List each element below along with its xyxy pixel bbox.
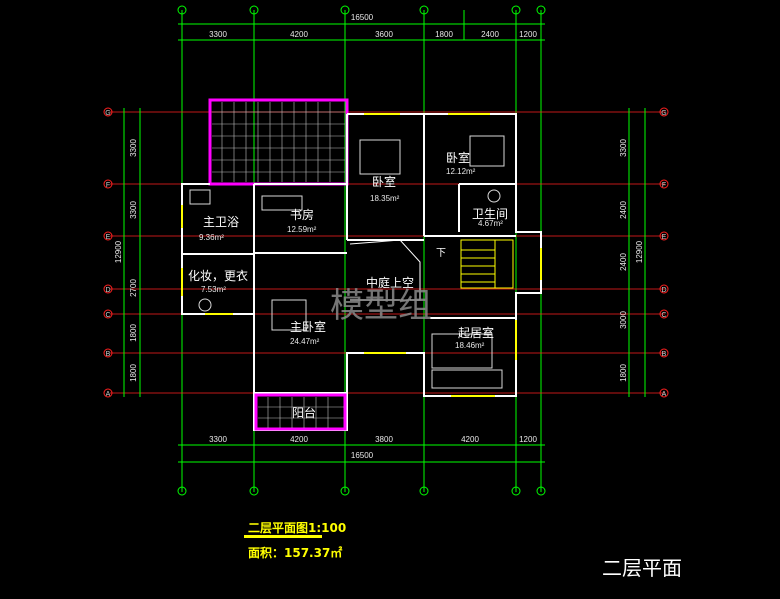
dimension: 1200 bbox=[519, 435, 537, 444]
room-name: 起居室 bbox=[458, 325, 494, 340]
total-area: 面积：157.37㎡ bbox=[248, 546, 343, 560]
axis-label: D bbox=[105, 287, 110, 294]
dimension: 3300 bbox=[129, 201, 138, 219]
dimension: 3300 bbox=[209, 30, 227, 39]
floor-label: 二层平面 bbox=[602, 556, 682, 580]
vertical-axis-lines bbox=[181, 10, 542, 492]
plan-title: 二层平面图1:100 bbox=[248, 521, 347, 535]
balcony-structure bbox=[254, 393, 347, 431]
right-dimensions: 3300 2400 2400 3000 1800 12900 bbox=[619, 139, 644, 382]
axis-label: D bbox=[661, 287, 666, 294]
room-area: 4.67m² bbox=[478, 219, 503, 228]
atrium-void bbox=[349, 239, 421, 301]
room-name: 主卧室 bbox=[290, 319, 326, 334]
axis-label: B bbox=[662, 351, 667, 358]
dimension: 3000 bbox=[619, 311, 628, 329]
dimension: 1800 bbox=[129, 364, 138, 382]
dimension: 2400 bbox=[619, 253, 628, 271]
axis-label: E bbox=[106, 234, 111, 241]
room-area: 12.59m² bbox=[287, 225, 317, 234]
dimension: 3300 bbox=[129, 139, 138, 157]
roof-terrace bbox=[208, 98, 349, 186]
walls bbox=[181, 113, 542, 431]
axis-label: A bbox=[106, 391, 111, 398]
room-area: 7.53m² bbox=[201, 285, 226, 294]
dimension: 1800 bbox=[129, 324, 138, 342]
staircase bbox=[460, 239, 514, 289]
axis-label: F bbox=[106, 182, 110, 189]
axis-bubbles bbox=[177, 5, 546, 496]
dimension-overall-bottom: 16500 bbox=[351, 451, 374, 460]
row-axis-letters: G F E D C B A G F E D C B A bbox=[105, 110, 666, 398]
axis-label: G bbox=[661, 110, 666, 117]
dimension: 3600 bbox=[375, 30, 393, 39]
room-labels: 卧室 12.12m² 卧室 18.35m² 主卫浴 9.36m² 书房 12.5… bbox=[188, 150, 508, 420]
room-name: 卫生间 bbox=[472, 207, 508, 221]
axis-label: C bbox=[105, 312, 110, 319]
axis-label: A bbox=[662, 391, 667, 398]
stair-direction: 下 bbox=[436, 248, 446, 259]
dimension: 2400 bbox=[619, 201, 628, 219]
room-name: 卧室 bbox=[446, 150, 470, 165]
room-name: 中庭上空 bbox=[366, 275, 414, 290]
top-dimensions: 16500 3300 4200 3600 1800 2400 1200 bbox=[209, 13, 537, 39]
dimension: 2700 bbox=[129, 279, 138, 297]
axis-label: B bbox=[106, 351, 111, 358]
dimension: 1800 bbox=[619, 364, 628, 382]
axis-label: E bbox=[662, 234, 667, 241]
furniture bbox=[189, 135, 505, 389]
dimension: 1200 bbox=[519, 30, 537, 39]
left-dimensions: 3300 3300 2700 1800 1800 12900 bbox=[114, 139, 138, 382]
dimension: 3300 bbox=[209, 435, 227, 444]
axis-label: C bbox=[661, 312, 666, 319]
room-area: 24.47m² bbox=[290, 337, 320, 346]
dimension: 4200 bbox=[461, 435, 479, 444]
room-area: 9.36m² bbox=[199, 233, 224, 242]
axis-label: F bbox=[662, 182, 666, 189]
dimension-overall-top: 16500 bbox=[351, 13, 374, 22]
dimension-lines bbox=[123, 23, 646, 463]
dimension: 1800 bbox=[435, 30, 453, 39]
row-axis-bubbles bbox=[103, 107, 669, 398]
dimension: 3300 bbox=[619, 139, 628, 157]
windows bbox=[181, 113, 542, 397]
room-name: 化妆，更衣 bbox=[188, 268, 248, 283]
room-area: 18.35m² bbox=[370, 194, 400, 203]
dimension: 4200 bbox=[290, 435, 308, 444]
room-name: 阳台 bbox=[292, 405, 316, 420]
dimension: 4200 bbox=[290, 30, 308, 39]
dimension-left-total: 12900 bbox=[114, 240, 123, 263]
room-area: 12.12m² bbox=[446, 167, 476, 176]
dimension-right-total: 12900 bbox=[635, 240, 644, 263]
room-name: 卧室 bbox=[372, 174, 396, 189]
title-underline bbox=[244, 535, 322, 538]
watermark: 模型组 bbox=[330, 286, 432, 326]
axis-label: G bbox=[105, 110, 110, 117]
room-name: 书房 bbox=[290, 207, 314, 222]
room-name: 主卫浴 bbox=[203, 215, 239, 229]
dimension: 3800 bbox=[375, 435, 393, 444]
room-area: 18.46m² bbox=[455, 341, 485, 350]
dimension: 2400 bbox=[481, 30, 499, 39]
horizontal-axis-lines bbox=[110, 111, 665, 394]
bottom-dimensions: 3300 4200 3800 4200 1200 16500 bbox=[209, 435, 537, 460]
